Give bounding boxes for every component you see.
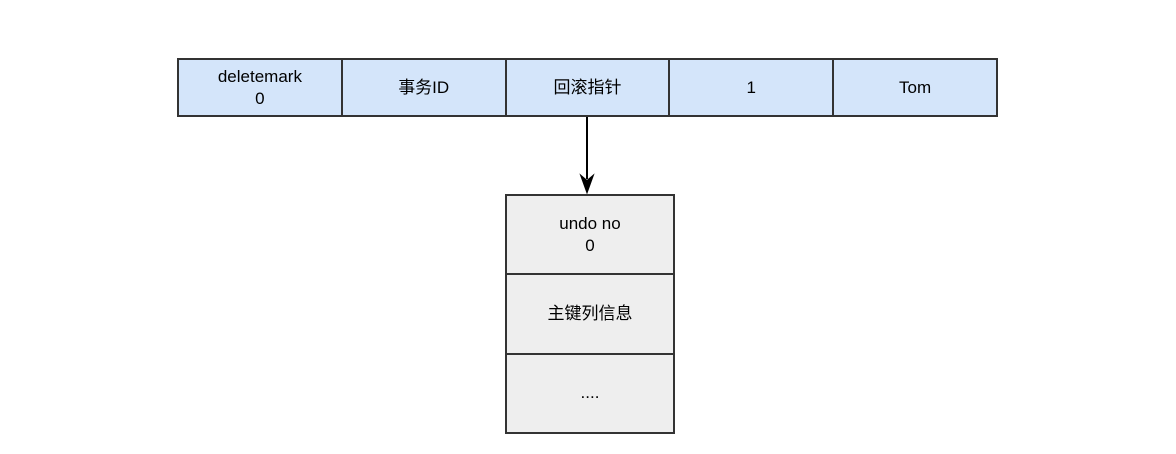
record-cell-id-value: 1 [668,60,832,115]
record-cell-deletemark-label: deletemark [217,66,302,86]
undo-log-table: undo no 0 主键列信息 .... [505,194,675,434]
undo-cell-ellipsis-label: .... [580,383,600,403]
record-cell-transaction-id: 事务ID [340,60,505,115]
undo-cell-undo-no-value: 0 [585,235,595,255]
record-row-table: deletemark 0 事务ID 回滚指针 1 Tom [177,58,998,117]
record-cell-transaction-id-label: 事务ID [398,77,450,97]
record-cell-name-value: Tom [832,60,996,115]
record-cell-rollback-pointer: 回滚指针 [504,60,669,115]
record-cell-deletemark: deletemark 0 [179,60,341,115]
record-cell-rollback-pointer-label: 回滚指针 [553,77,622,97]
rollback-pointer-arrow-down-icon [579,117,595,194]
record-cell-deletemark-value: 0 [255,88,265,108]
record-cell-id-value-label: 1 [746,77,757,97]
undo-cell-undo-no: undo no 0 [507,196,673,273]
undo-cell-ellipsis: .... [507,352,673,432]
undo-cell-undo-no-label: undo no [559,213,621,233]
undo-cell-primary-key-info-label: 主键列信息 [547,303,633,323]
record-cell-name-value-label: Tom [899,77,932,97]
undo-cell-primary-key-info: 主键列信息 [507,273,673,352]
